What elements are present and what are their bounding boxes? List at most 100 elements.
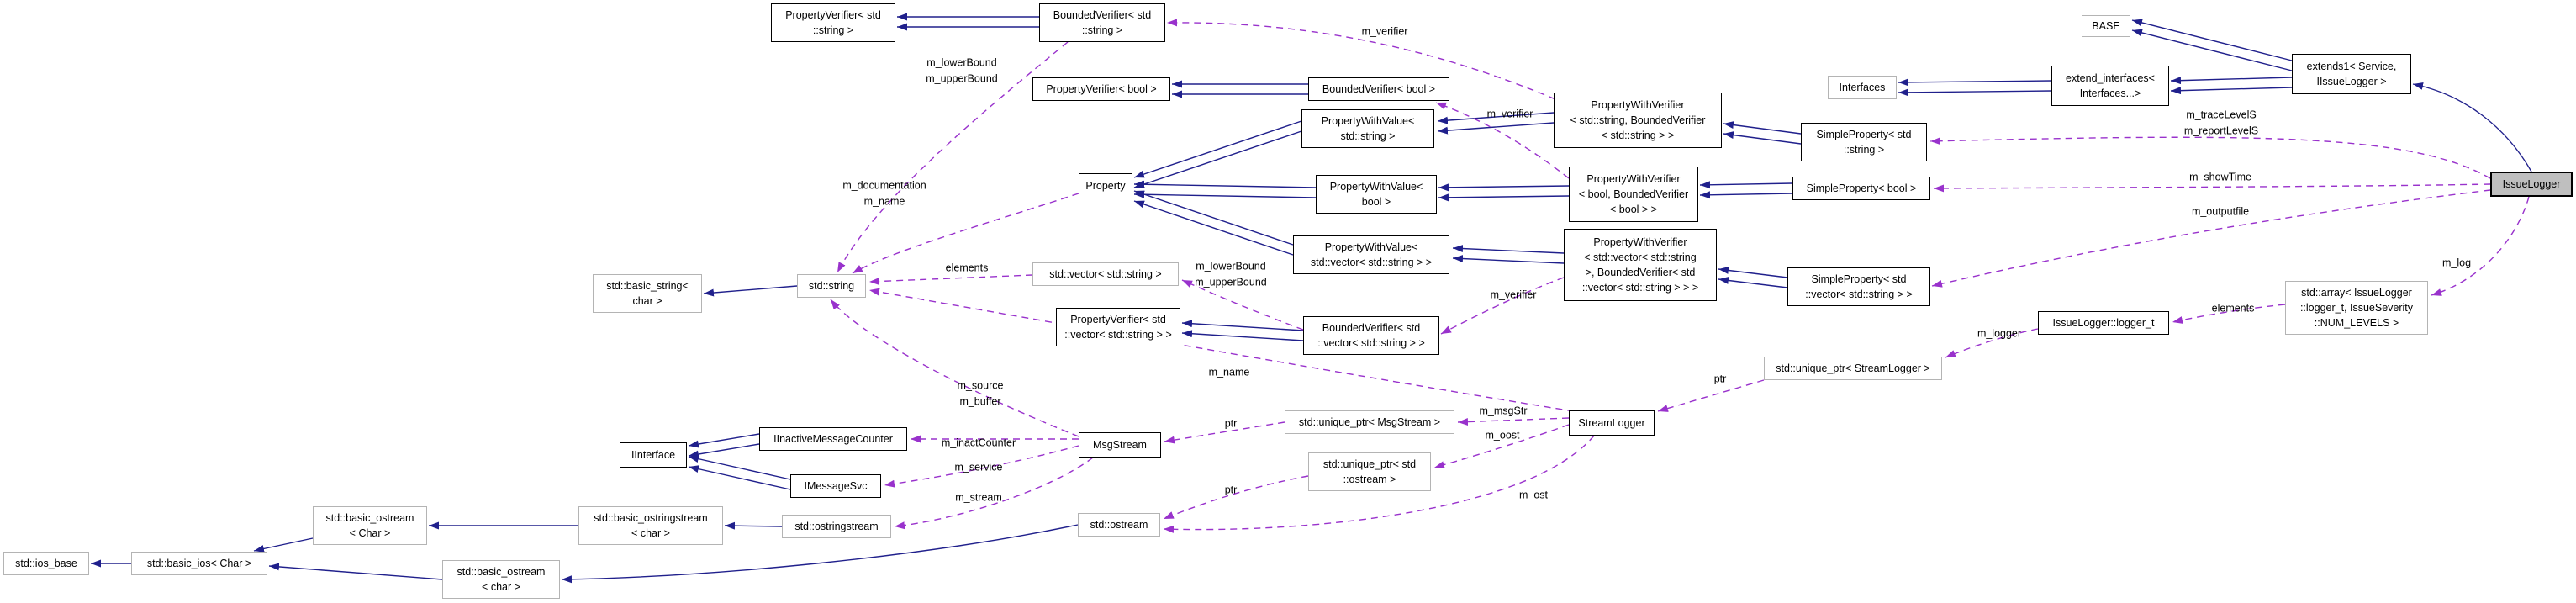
- node-basic_string: std::basic_string< char >: [593, 274, 702, 313]
- node-basic_ostream_Char: std::basic_ostream < Char >: [313, 506, 427, 545]
- inheritance-edge-sp_vector-to-pwverif_vector: [1718, 276, 1788, 288]
- node-pwverif_bool[interactable]: PropertyWithVerifier < bool, BoundedVeri…: [1569, 167, 1698, 222]
- edge-label-issuelogger-sp_string: m_traceLevelS m_reportLevelS: [2183, 108, 2259, 136]
- inheritance-edge-pwv_vector-to-property: [1133, 200, 1294, 256]
- inheritance-edge-extend_interfaces-to-interfaces: [1898, 88, 2052, 97]
- edge-label-streamlogger-uptr_ostream: m_oost: [1485, 429, 1520, 442]
- usage-edge-logger_t-to-uptr_streamlogger: [1945, 328, 2039, 358]
- usage-edge-streamlogger-to-string: [868, 288, 1575, 412]
- inheritance-edge-pwv_vector-to-property: [1133, 190, 1294, 246]
- edge-label-msgstream-iinactive: m_inactCounter: [941, 436, 1016, 449]
- inheritance-edge-pwv_string-to-property: [1133, 130, 1302, 188]
- node-pwv_bool[interactable]: PropertyWithValue< bool >: [1316, 175, 1437, 214]
- node-ios_base: std::ios_base: [3, 552, 89, 575]
- node-bv_bool[interactable]: BoundedVerifier< bool >: [1308, 77, 1449, 101]
- inheritance-edge-pwv_bool-to-property: [1133, 190, 1317, 198]
- inheritance-edge-extends1-to-extend_interfaces: [2170, 87, 2293, 95]
- node-msgstream[interactable]: MsgStream: [1079, 432, 1161, 458]
- node-extends1[interactable]: extends1< Service, IIssueLogger >: [2292, 54, 2411, 94]
- node-interfaces: Interfaces: [1828, 76, 1897, 99]
- inheritance-edge-pwverif_bool-to-pwv_bool: [1438, 183, 1570, 192]
- edge-label-streamlogger-ostream: m_ost: [1518, 489, 1549, 501]
- node-uptr_streamlogger: std::unique_ptr< StreamLogger >: [1764, 357, 1942, 380]
- inheritance-edge-sp_string-to-pwverif_string: [1723, 121, 1802, 135]
- node-bv_string[interactable]: BoundedVerifier< std ::string >: [1039, 3, 1165, 42]
- usage-edge-pwverif_string-to-bv_string: [1166, 19, 1556, 100]
- edge-label-msgstream-string: m_source m_buffer: [957, 379, 1004, 407]
- node-uptr_ostream: std::unique_ptr< std ::ostream >: [1308, 452, 1431, 491]
- node-sp_bool[interactable]: SimpleProperty< bool >: [1792, 177, 1930, 200]
- usage-edge-array-to-logger_t: [2172, 304, 2286, 324]
- node-pwv_vector[interactable]: PropertyWithValue< std::vector< std::str…: [1293, 235, 1449, 274]
- usage-edge-issuelogger-to-sp_string: [1929, 136, 2491, 179]
- node-iinactive[interactable]: IInactiveMessageCounter: [759, 427, 907, 451]
- inheritance-edge-bv_vector-to-pv_vector: [1181, 320, 1304, 331]
- node-sp_vector[interactable]: SimpleProperty< std ::vector< std::strin…: [1787, 267, 1930, 306]
- node-iinterface[interactable]: IInterface: [620, 442, 687, 468]
- usage-edge-property-to-string: [852, 193, 1079, 274]
- inheritance-edge-sp_string-to-pwverif_string: [1723, 131, 1802, 145]
- usage-edge-pwverif_vector-to-bv_vector: [1440, 277, 1565, 335]
- edge-label-pwverif_bool-bv_bool: m_verifier: [1486, 108, 1533, 120]
- usage-edge-bv_string-to-string: [837, 41, 1069, 273]
- node-basic_ostream_char: std::basic_ostream < char >: [442, 560, 560, 599]
- usage-edge-uptr_ostream-to-ostream: [1163, 475, 1309, 520]
- node-streamlogger[interactable]: StreamLogger: [1569, 410, 1655, 436]
- edge-label-msgstream-ostringstream: m_stream: [955, 491, 1002, 504]
- usage-edge-msgstream-to-imessagesvc: [884, 445, 1079, 488]
- node-pwverif_string[interactable]: PropertyWithVerifier < std::string, Boun…: [1554, 93, 1722, 148]
- edge-label-property-string: m_documentation m_name: [842, 179, 926, 207]
- usage-edge-streamlogger-to-ostream: [1163, 435, 1595, 533]
- edge-label-bv_string-string: m_lowerBound m_upperBound: [926, 56, 998, 84]
- inheritance-edge-issuelogger-to-extends1: [2412, 82, 2532, 172]
- edge-label-issuelogger-array: m_log: [2441, 257, 2472, 269]
- inheritance-edge-pwv_string-to-property: [1133, 120, 1302, 178]
- inheritance-edge-pwverif_string-to-pwv_string: [1437, 122, 1555, 135]
- inheritance-edge-pwverif_bool-to-pwv_bool: [1438, 193, 1570, 202]
- node-pwv_string[interactable]: PropertyWithValue< std::string >: [1301, 109, 1434, 148]
- usage-edge-uptr_msgstream-to-msgstream: [1164, 421, 1285, 444]
- inheritance-edge-basic_ostream_char-to-basic_ios: [268, 563, 443, 580]
- usage-edge-vector-to-string: [868, 274, 1033, 286]
- node-bv_vector[interactable]: BoundedVerifier< std ::vector< std::stri…: [1303, 316, 1439, 355]
- edge-label-array-logger_t: elements: [2211, 302, 2255, 315]
- edge-label-bv_vector-vector: m_lowerBound m_upperBound: [1195, 260, 1267, 288]
- node-sp_string[interactable]: SimpleProperty< std ::string >: [1801, 123, 1927, 161]
- edge-label-issuelogger-sp_bool: m_showTime: [2189, 171, 2251, 183]
- usage-edge-issuelogger-to-sp_bool: [1933, 183, 2491, 193]
- edge-label-pwverif_string-bv_string: m_verifier: [1361, 25, 1408, 38]
- node-pv_bool[interactable]: PropertyVerifier< bool >: [1032, 77, 1170, 101]
- edge-label-streamlogger-string: m_name: [1208, 366, 1250, 378]
- node-basic_ios: std::basic_ios< Char >: [131, 552, 267, 575]
- node-vector: std::vector< std::string >: [1032, 262, 1179, 286]
- edge-label-uptr_ostream-ostream: ptr: [1224, 484, 1238, 496]
- node-pv_string[interactable]: PropertyVerifier< std ::string >: [771, 3, 895, 42]
- node-logger_t[interactable]: IssueLogger::logger_t: [2038, 311, 2169, 335]
- node-property[interactable]: Property: [1079, 173, 1132, 198]
- node-imessagesvc[interactable]: IMessageSvc: [790, 474, 881, 498]
- edge-label-pwverif_vector-bv_vector: m_verifier: [1490, 288, 1537, 301]
- usage-edge-uptr_streamlogger-to-streamlogger: [1657, 379, 1765, 412]
- inheritance-edge-extends1-to-base: [2131, 29, 2293, 71]
- node-issuelogger: IssueLogger: [2490, 172, 2573, 197]
- node-array: std::array< IssueLogger ::logger_t, Issu…: [2285, 281, 2428, 335]
- node-pwverif_vector[interactable]: PropertyWithVerifier < std::vector< std:…: [1564, 229, 1717, 301]
- node-pv_vector[interactable]: PropertyVerifier< std ::vector< std::str…: [1056, 308, 1180, 346]
- usage-edge-bv_vector-to-vector: [1181, 279, 1304, 331]
- usage-edge-streamlogger-to-uptr_ostream: [1433, 424, 1570, 469]
- inheritance-edge-imessagesvc-to-iinterface: [688, 455, 791, 480]
- node-base: BASE: [2082, 15, 2130, 37]
- inheritance-edge-extends1-to-base: [2131, 19, 2293, 61]
- inheritance-edge-pwv_bool-to-property: [1133, 180, 1317, 188]
- node-ostringstream: std::ostringstream: [782, 515, 891, 538]
- inheritance-edge-basic_ostream_Char-to-basic_ios: [253, 537, 314, 553]
- inheritance-edge-iinactive-to-iinterface: [688, 433, 760, 448]
- edge-label-uptr_streamlogger-streamlogger: ptr: [1713, 373, 1727, 385]
- node-uptr_msgstream: std::unique_ptr< MsgStream >: [1285, 410, 1454, 434]
- inheritance-edge-imessagesvc-to-iinterface: [688, 465, 791, 490]
- node-basic_ostringstream: std::basic_ostringstream < char >: [578, 506, 723, 545]
- inheritance-edge-sp_vector-to-pwverif_vector: [1718, 266, 1788, 278]
- edge-label-uptr_msgstream-msgstream: ptr: [1224, 417, 1238, 430]
- node-extend_interfaces[interactable]: extend_interfaces< Interfaces...>: [2051, 66, 2169, 106]
